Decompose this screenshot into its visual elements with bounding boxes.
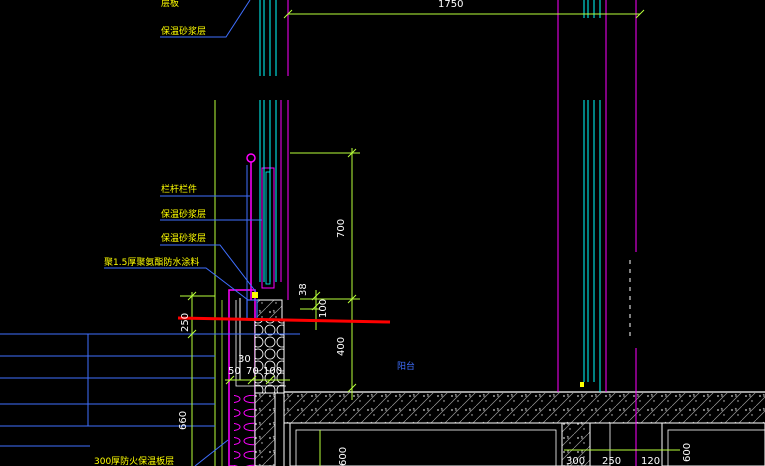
dim-120: 120 (641, 456, 660, 466)
dimension-lines (180, 9, 680, 466)
dim-30: 30 (238, 354, 251, 365)
label-top-partial: 层板 (161, 0, 179, 9)
dim-100-vertical: 100 (318, 299, 329, 318)
dim-700: 700 (336, 219, 347, 238)
dim-400: 400 (336, 337, 347, 356)
dim-300: 300 (566, 456, 585, 466)
dim-250-vertical: 250 (180, 313, 191, 332)
dim-600-left: 600 (338, 447, 349, 466)
label-rail: 栏杆栏件 (161, 183, 197, 195)
dim-70: 70 (246, 366, 259, 377)
dim-600-right: 600 (682, 443, 693, 462)
red-markup-line (177, 316, 391, 324)
label-seal-b: 保温砂浆层 (161, 232, 206, 244)
dim-top: 1750 (438, 0, 463, 10)
dim-100-horizontal: 100 (263, 366, 282, 377)
window-frame-left (259, 0, 289, 300)
parapet-wall (214, 100, 286, 466)
dim-250-horizontal: 250 (602, 456, 621, 466)
label-balcony: 阳台 (397, 360, 415, 372)
label-bottom-note: 300厚防火保温板层 (94, 455, 174, 466)
leader-lines (104, 0, 262, 466)
dim-660: 660 (178, 411, 189, 430)
label-waterproof: 聚1.5厚聚氨酯防水涂料 (104, 256, 199, 268)
label-seal-a: 保温砂浆层 (161, 208, 206, 220)
dim-50: 50 (228, 366, 241, 377)
window-frame-right (557, 0, 637, 466)
floor-slab (275, 382, 765, 466)
dim-38: 38 (298, 283, 309, 296)
label-upper-note: 保温砂浆层 (161, 25, 206, 37)
left-table-grid (0, 333, 300, 447)
